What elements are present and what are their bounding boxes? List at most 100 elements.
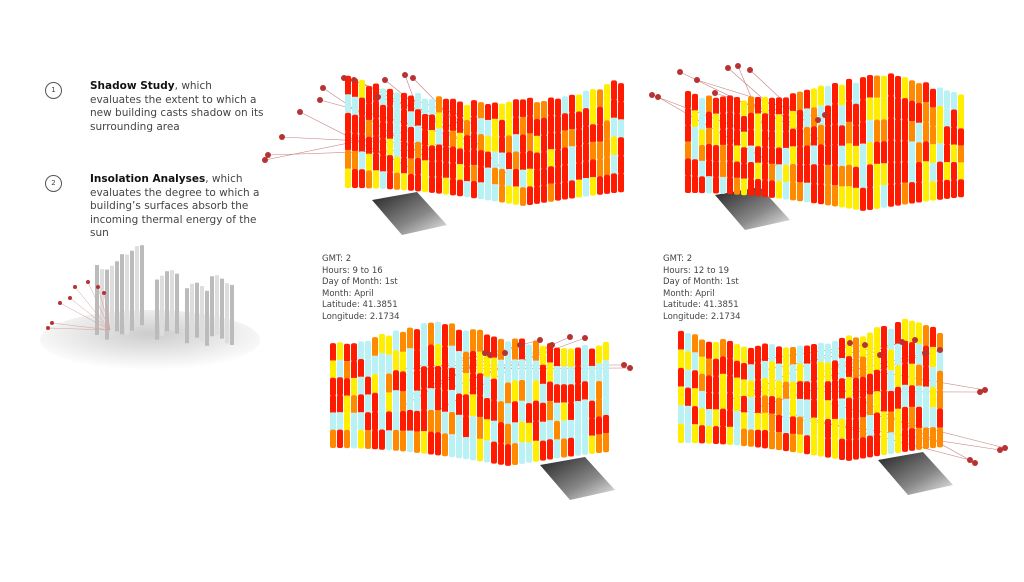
analysis-cell — [386, 430, 392, 451]
analysis-cell — [345, 75, 351, 96]
analysis-cell — [699, 390, 705, 410]
analysis-cell — [456, 414, 462, 437]
analysis-cell — [492, 184, 498, 202]
analysis-cell — [604, 120, 610, 140]
sun-position-marker — [567, 334, 573, 340]
analysis-cell — [888, 95, 894, 119]
analysis-cell — [540, 421, 546, 442]
analysis-cell — [930, 366, 936, 388]
analysis-cell — [568, 384, 574, 404]
analysis-cell — [895, 408, 901, 432]
analysis-cell — [720, 425, 726, 445]
analysis-cell — [895, 118, 901, 142]
sun-ray — [461, 352, 506, 359]
analysis-cell — [678, 404, 684, 425]
analysis-cell — [818, 399, 824, 419]
analysis-cell — [344, 429, 350, 449]
analysis-cell — [888, 73, 894, 97]
analysis-cell — [699, 176, 705, 194]
analysis-cell — [526, 364, 532, 385]
analysis-cell — [527, 133, 533, 152]
analysis-cell — [776, 97, 782, 116]
analysis-cell — [804, 108, 810, 128]
analysis-cell — [526, 344, 532, 366]
analysis-cell — [895, 183, 901, 206]
analysis-cell — [741, 412, 747, 430]
analysis-cell — [734, 410, 740, 429]
analysis-cell — [944, 144, 950, 164]
analysis-cell — [825, 437, 831, 458]
analysis-cell — [748, 96, 754, 114]
analysis-cell — [937, 370, 943, 391]
analysis-cell — [568, 419, 574, 439]
analysis-cell — [713, 375, 719, 394]
analysis-cell — [888, 139, 894, 163]
analysis-cell — [603, 396, 609, 416]
analysis-cell — [902, 362, 908, 386]
analysis-cell — [755, 412, 761, 431]
analysis-cell — [540, 364, 546, 385]
analysis-cell — [484, 355, 490, 378]
analysis-cell — [755, 146, 761, 164]
analysis-cell — [923, 366, 929, 388]
analysis-cell — [692, 424, 698, 444]
analysis-cell — [748, 413, 754, 431]
analysis-cell — [401, 173, 407, 191]
sun-position-marker — [899, 339, 905, 345]
sun-position-marker — [627, 365, 633, 371]
analysis-cell — [407, 368, 413, 391]
analysis-cell — [776, 114, 782, 132]
analysis-cell — [881, 184, 887, 208]
analysis-cell — [818, 124, 824, 146]
analysis-cell — [345, 94, 351, 114]
analysis-cell — [720, 339, 726, 358]
analysis-cell — [811, 183, 817, 204]
sun-ray — [97, 286, 111, 331]
analysis-cell — [527, 150, 533, 170]
analysis-cell — [352, 132, 358, 152]
analysis-cell — [909, 141, 915, 163]
analysis-cell — [470, 437, 476, 461]
analysis-cell — [853, 438, 859, 460]
analysis-cell — [569, 94, 575, 113]
analysis-cell — [797, 345, 803, 365]
analysis-cell — [895, 161, 901, 185]
analysis-cell — [457, 132, 463, 150]
analysis-cell — [685, 141, 691, 160]
analysis-cell — [783, 131, 789, 149]
analysis-cell — [597, 106, 603, 126]
analysis-cell — [547, 381, 553, 402]
analysis-cell — [860, 77, 866, 101]
analysis-cell — [923, 82, 929, 103]
analysis-cell — [520, 99, 526, 118]
analysis-cell — [797, 127, 803, 147]
analysis-cell — [860, 99, 866, 123]
analysis-cell — [393, 370, 399, 392]
analysis-cell — [958, 179, 964, 198]
analysis-cell — [519, 421, 525, 444]
study-text: , which evaluates the extent to which a … — [90, 80, 264, 133]
analysis-cell — [478, 150, 484, 168]
analysis-cell — [916, 162, 922, 183]
analysis-cell — [337, 342, 343, 361]
analysis-cell — [526, 383, 532, 405]
analysis-cell — [435, 365, 441, 390]
analysis-cell — [748, 145, 754, 163]
sun-position-marker — [375, 94, 381, 100]
analysis-cell — [776, 346, 782, 365]
analysis-cell — [393, 429, 399, 451]
analysis-cell — [748, 347, 754, 366]
analysis-cell — [351, 429, 357, 449]
study-title: Insolation Analyses — [90, 173, 206, 185]
analysis-cell — [734, 129, 740, 147]
sun-position-marker — [712, 90, 718, 96]
analysis-cell — [414, 431, 420, 453]
analysis-cell — [853, 377, 859, 400]
analysis-cell — [415, 157, 421, 176]
sun-position-marker — [320, 85, 326, 91]
analysis-cell — [463, 415, 469, 438]
analysis-cell — [678, 330, 684, 351]
analysis-cell — [853, 103, 859, 126]
analysis-cell — [839, 125, 845, 147]
